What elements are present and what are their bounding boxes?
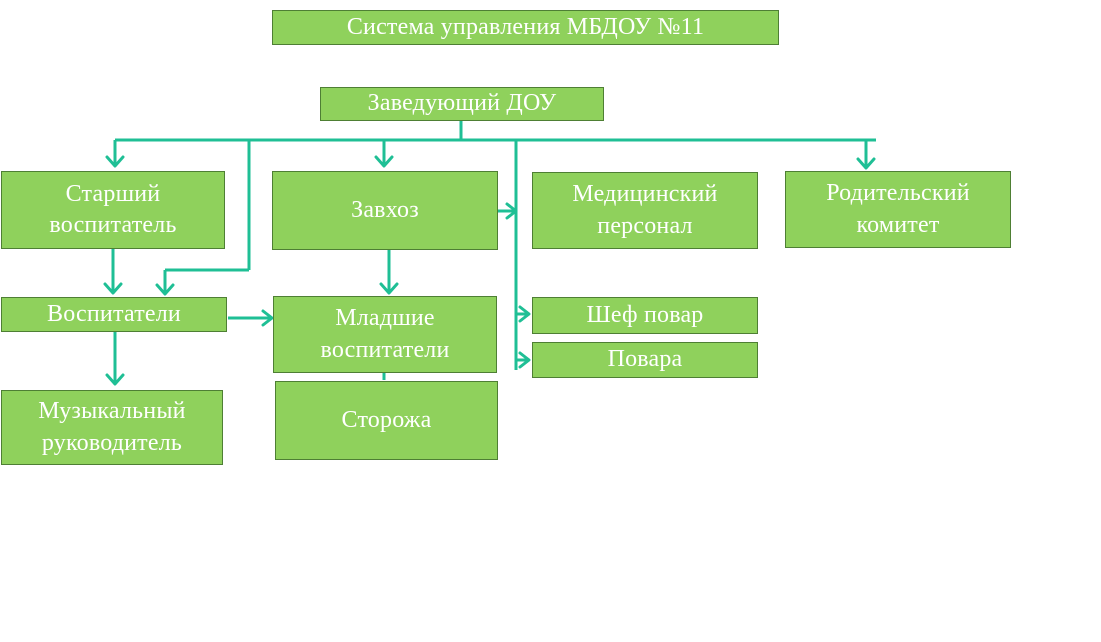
connector-educators-to-junior bbox=[228, 309, 274, 327]
connector-head-to-senior-educator bbox=[105, 140, 125, 168]
connector-head-to-parent-committee bbox=[856, 140, 876, 170]
node-head: Заведующий ДОУ bbox=[320, 87, 604, 121]
node-junior-educators: Младшие воспитатели bbox=[273, 296, 497, 373]
connector-supply-to-junior bbox=[379, 250, 399, 295]
connector-head-to-supply-manager bbox=[374, 140, 394, 168]
bus-connector bbox=[115, 120, 876, 142]
connector-senior-to-educators bbox=[103, 249, 123, 295]
connector-head-to-service-staff bbox=[512, 140, 531, 370]
node-senior-educator: Старший воспитатель bbox=[1, 171, 225, 249]
node-medical-staff: Медицинский персонал bbox=[532, 172, 758, 249]
node-parent-committee: Родительский комитет bbox=[785, 171, 1011, 248]
node-watchmen: Сторожа bbox=[275, 381, 498, 460]
connector-supply-to-medical bbox=[498, 202, 518, 220]
node-educators: Воспитатели bbox=[1, 297, 227, 332]
node-chef: Шеф повар bbox=[532, 297, 758, 334]
node-cooks: Повара bbox=[532, 342, 758, 378]
diagram-title: Система управления МБДОУ №11 bbox=[272, 10, 779, 45]
node-supply-manager: Завхоз bbox=[272, 171, 498, 250]
node-music-director: Музыкальный руководитель bbox=[1, 390, 223, 465]
connector-head-to-educators bbox=[155, 140, 251, 296]
connector-educators-to-music bbox=[105, 332, 125, 386]
